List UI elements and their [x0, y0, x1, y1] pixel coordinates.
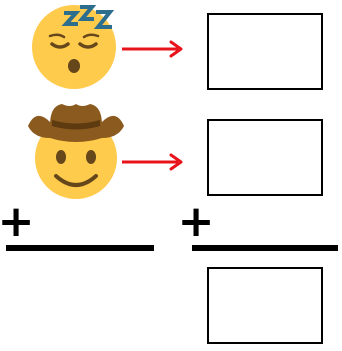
cowboy-face-right-eye — [86, 150, 96, 164]
row-1-answer-box[interactable] — [207, 13, 323, 90]
sleeping-face-left-brow — [48, 33, 66, 39]
sleeping-face-mouth — [68, 59, 80, 73]
right-plus-sign: + — [178, 196, 215, 247]
cowboy-hat-face-icon — [28, 104, 124, 199]
right-sum-line — [192, 245, 338, 251]
row-2-answer-box[interactable] — [207, 119, 323, 196]
cowboy-hat-band — [52, 120, 100, 130]
sleeping-face-right-eye — [78, 42, 98, 49]
cowboy-face-left-eye — [56, 150, 66, 164]
cowboy-hat-crown — [50, 104, 102, 129]
left-sum-line — [6, 245, 154, 251]
zzz-icon — [61, 5, 115, 29]
sleeping-face-left-eye — [50, 42, 70, 49]
cowboy-face-smile — [54, 174, 98, 187]
row-2-arrow — [122, 153, 183, 171]
row-1-arrow — [122, 40, 183, 58]
sleeping-face-right-brow — [82, 33, 100, 39]
sleeping-face-head — [32, 5, 116, 89]
result-answer-box[interactable] — [207, 267, 323, 344]
left-plus-sign: + — [0, 196, 34, 247]
sleeping-face-icon — [32, 5, 116, 89]
